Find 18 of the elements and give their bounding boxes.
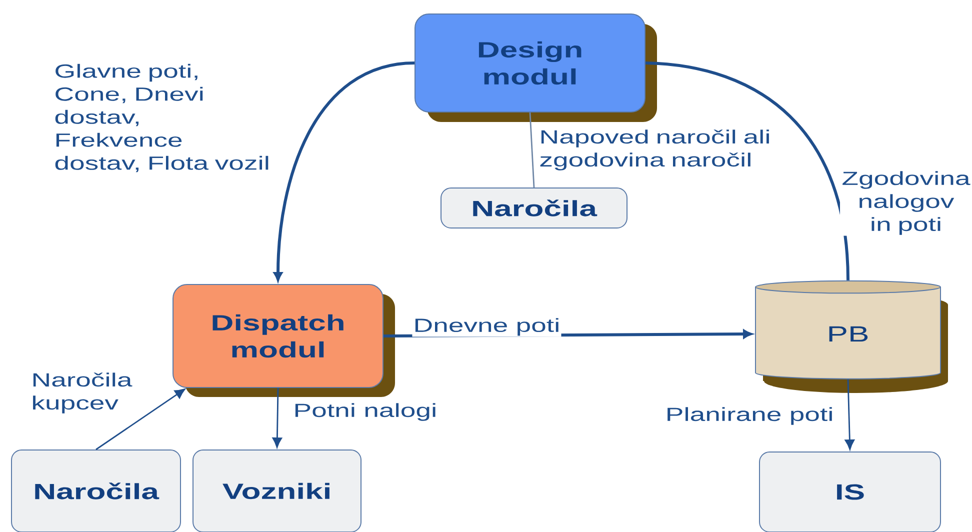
data-box: Naročila xyxy=(11,450,181,532)
data-box: Naročila xyxy=(440,188,628,228)
module-box: Design modul xyxy=(414,14,657,122)
edge-label: Naročila kupcev xyxy=(30,372,136,414)
edge-label: Planirane poti xyxy=(664,406,835,426)
data-box: IS xyxy=(759,452,941,532)
arrow xyxy=(96,388,186,450)
arrow xyxy=(844,379,855,450)
arrow xyxy=(272,388,282,448)
edge-label: Napoved naročil ali zgodovina naročil xyxy=(538,128,780,172)
edge-label: Dnevne poti xyxy=(412,317,562,337)
edge-label: Glavne poti, Cone, Dnevi dostav, Frekvence dostav, Flota vozil xyxy=(53,62,278,174)
arrow xyxy=(274,62,415,282)
module-box: Dispatch modul xyxy=(172,284,395,397)
edge-label: Zgodovina nalogov in poti xyxy=(840,170,972,236)
data-box: Vozniki xyxy=(192,450,362,532)
edge-label: Potni nalogi xyxy=(292,402,438,422)
database-cylinder: PB xyxy=(755,280,948,393)
